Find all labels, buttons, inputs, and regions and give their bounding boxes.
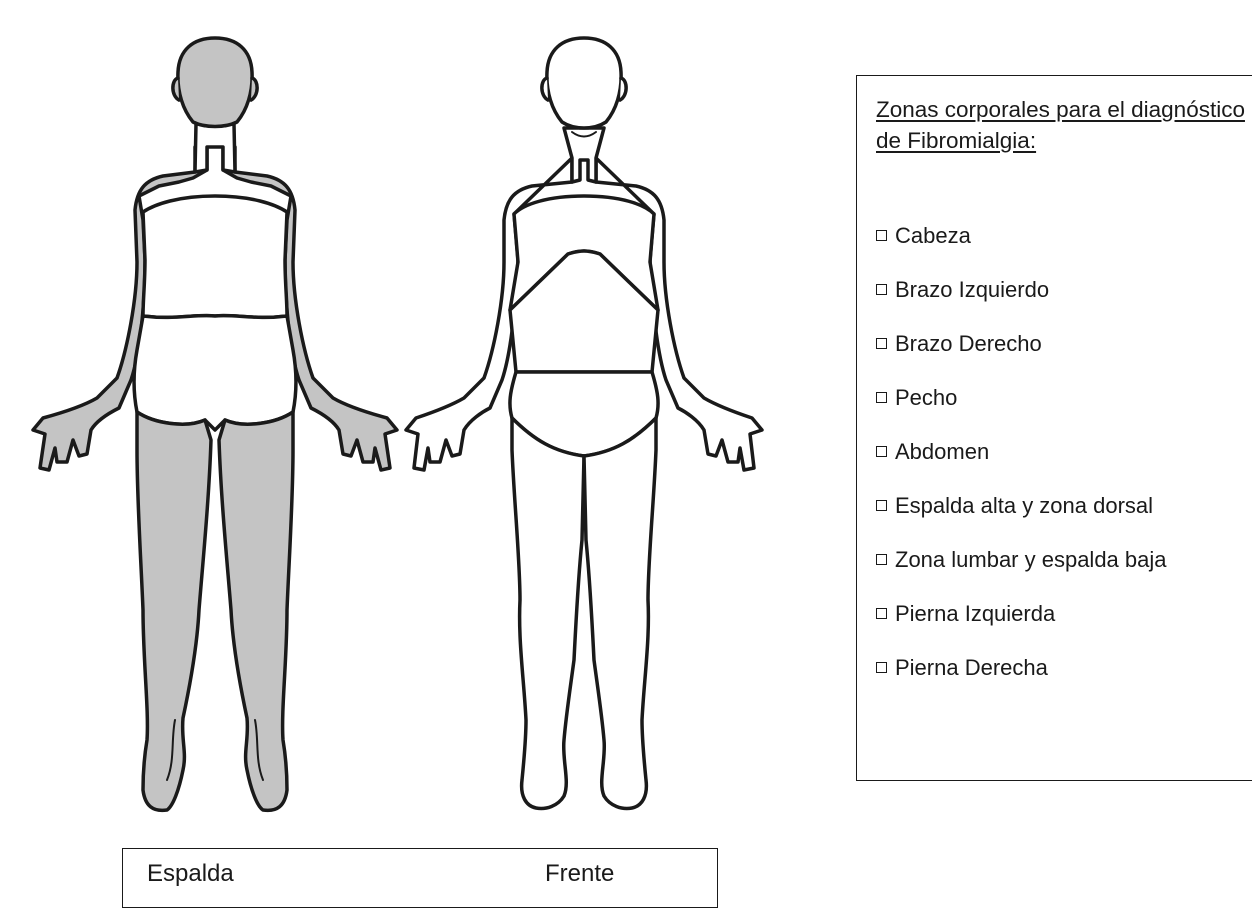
front-right-ear [620, 78, 626, 100]
square-checkbox-icon[interactable] [876, 230, 887, 241]
zone-item-cabeza[interactable]: Cabeza [876, 222, 1167, 276]
zone-item-pecho[interactable]: Pecho [876, 384, 1167, 438]
zone-label: Abdomen [895, 439, 989, 464]
zones-list: Cabeza Brazo Izquierdo Brazo Derecho Pec… [876, 224, 1167, 708]
zone-label: Espalda alta y zona dorsal [895, 493, 1153, 518]
body-diagram [0, 0, 830, 893]
zone-item-abdomen[interactable]: Abdomen [876, 438, 1167, 492]
zone-label: Zona lumbar y espalda baja [895, 547, 1167, 572]
square-checkbox-icon[interactable] [876, 554, 887, 565]
back-lower-back-region [134, 316, 296, 430]
square-checkbox-icon[interactable] [876, 284, 887, 295]
zones-panel: Zonas corporales para el diagnóstico de … [856, 75, 1252, 781]
back-view-figure [33, 38, 397, 810]
zone-item-brazo-derecho[interactable]: Brazo Derecho [876, 330, 1167, 384]
front-head-region [547, 38, 621, 128]
zone-label: Pecho [895, 385, 957, 410]
view-labels-box: Espalda Frente [122, 848, 718, 908]
back-right-leg-region [219, 412, 293, 810]
zone-item-zona-lumbar[interactable]: Zona lumbar y espalda baja [876, 546, 1167, 600]
square-checkbox-icon[interactable] [876, 500, 887, 511]
square-checkbox-icon[interactable] [876, 338, 887, 349]
back-neck-region [195, 124, 235, 172]
back-upper-back-region [143, 196, 287, 317]
front-right-leg-region [584, 418, 656, 809]
front-view-figure [406, 38, 762, 809]
back-left-leg-region [137, 412, 211, 810]
square-checkbox-icon[interactable] [876, 608, 887, 619]
zone-label: Pierna Derecha [895, 655, 1048, 680]
front-view-label: Frente [545, 860, 614, 888]
back-head-region [178, 38, 252, 127]
zone-item-espalda-alta[interactable]: Espalda alta y zona dorsal [876, 492, 1167, 546]
zone-item-brazo-izquierdo[interactable]: Brazo Izquierdo [876, 276, 1167, 330]
zone-label: Brazo Izquierdo [895, 277, 1049, 302]
square-checkbox-icon[interactable] [876, 392, 887, 403]
front-left-leg-region [512, 418, 584, 809]
back-left-ear [173, 78, 179, 100]
zones-panel-title: Zonas corporales para el diagnóstico de … [876, 94, 1246, 156]
front-left-ear [542, 78, 548, 100]
back-view-label: Espalda [147, 860, 234, 888]
zone-label: Cabeza [895, 223, 971, 248]
square-checkbox-icon[interactable] [876, 662, 887, 673]
zone-label: Brazo Derecho [895, 331, 1042, 356]
square-checkbox-icon[interactable] [876, 446, 887, 457]
zone-item-pierna-izquierda[interactable]: Pierna Izquierda [876, 600, 1167, 654]
zone-item-pierna-derecha[interactable]: Pierna Derecha [876, 654, 1167, 708]
back-right-ear [251, 78, 257, 100]
zone-label: Pierna Izquierda [895, 601, 1055, 626]
